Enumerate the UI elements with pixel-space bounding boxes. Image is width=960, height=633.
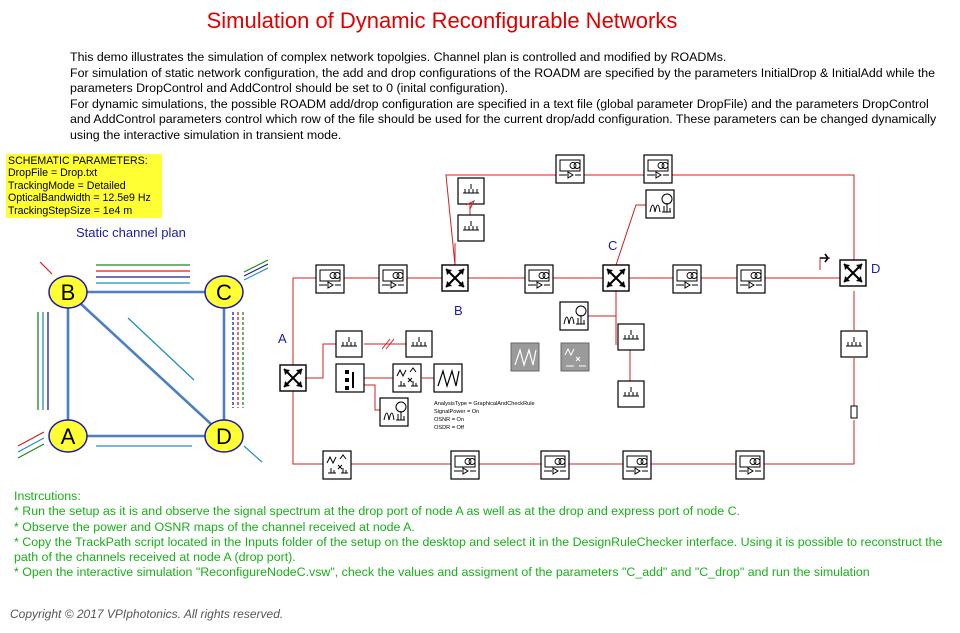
schematic-label-b: B [454,303,463,318]
node-d-label: D [216,424,232,449]
param-line: TrackingMode = Detailed [8,179,126,192]
fiber-module[interactable] [643,154,673,184]
transmitter-module[interactable] [617,380,645,408]
node-b: B [48,275,88,309]
roadm-c[interactable] [602,264,630,292]
node-c: C [204,275,244,309]
network-schematic: A B C D AnalysisType = GraphicalAndCheck… [278,154,880,480]
fiber-module[interactable] [736,264,766,294]
copyright: Copyright © 2017 VPIphotonics. All right… [10,607,284,621]
receiver-module[interactable] [840,330,868,358]
fiber-module[interactable] [315,264,345,294]
disabled-wave-module[interactable] [510,342,540,372]
receiver-module[interactable] [617,323,645,351]
fiber-module[interactable] [735,450,765,480]
roadm-d[interactable] [839,259,867,287]
mux-module[interactable] [392,363,422,393]
static-channel-plan: B C A D [17,259,269,463]
intro-paragraph-2: For simulation of static network configu… [70,65,936,96]
analyzer-module[interactable] [335,363,365,393]
node-a: A [48,419,88,453]
intro-text: This demo illustrates the simulation of … [70,50,940,144]
node-d: D [204,419,244,453]
intro-paragraph-1: This demo illustrates the simulation of … [70,50,727,64]
signal-wave-icon[interactable] [433,363,463,393]
spectrum-analyzer-icon[interactable] [645,189,675,219]
intro-paragraph-3: For dynamic simulations, the possible RO… [70,96,937,142]
instruction-item: * Observe the power and OSNR maps of the… [14,519,415,534]
static-plan-title: Static channel plan [76,225,186,240]
param-line: DropFile = Drop.txt [8,167,98,180]
fiber-module[interactable] [524,264,554,294]
node-a-label: A [61,424,76,449]
analysis-param: OSDR = Off [434,425,464,431]
roadm-a[interactable] [279,364,307,392]
param-line: OpticalBandwidth = 12.5e9 Hz [8,192,151,205]
fiber-module[interactable] [540,450,570,480]
connector-icon[interactable] [850,405,858,419]
fiber-module[interactable] [450,450,480,480]
param-line: TrackingStepSize = 1e4 m [8,204,133,217]
instructions: Instrcutions: * Run the setup as it is a… [14,489,944,581]
fiber-module[interactable] [555,154,585,184]
page-title: Simulation of Dynamic Reconfigurable Net… [206,8,678,33]
fiber-module[interactable] [622,450,652,480]
spectrum-analyzer-icon[interactable] [379,397,409,427]
roadm-b[interactable] [441,264,469,292]
fiber-module[interactable] [672,264,702,294]
add-port-arrow-icon [820,253,830,263]
instructions-heading: Instrcutions: [14,489,81,503]
fiber-module[interactable] [378,264,408,294]
transmitter-module[interactable] [457,177,485,205]
schematic-label-c: C [608,238,617,253]
params-heading: SCHEMATIC PARAMETERS: [8,155,148,167]
disabled-mux-module[interactable] [560,342,590,372]
receiver-module[interactable] [335,330,363,358]
receiver-module[interactable] [457,214,485,242]
instruction-item: * Open the interactive simulation "Recon… [14,565,870,580]
node-b-label: B [61,280,76,305]
instruction-item: * Copy the TrackPath script located in t… [14,534,943,565]
instruction-item: * Run the setup as it is and observe the… [14,504,740,519]
analysis-param: OSNR = On [434,417,464,423]
analysis-param: SignalPower = On [434,409,479,415]
mux-module[interactable] [322,450,352,480]
node-c-label: C [216,280,232,305]
schematic-label-d: D [871,261,880,276]
laser-module[interactable] [405,330,433,358]
analysis-param: AnalysisType = GraphicalAndCheckRule [434,401,535,407]
schematic-parameters-box[interactable]: SCHEMATIC PARAMETERS: DropFile = Drop.tx… [6,154,162,219]
schematic-label-a: A [278,331,287,346]
spectrum-analyzer-icon[interactable] [559,301,589,331]
